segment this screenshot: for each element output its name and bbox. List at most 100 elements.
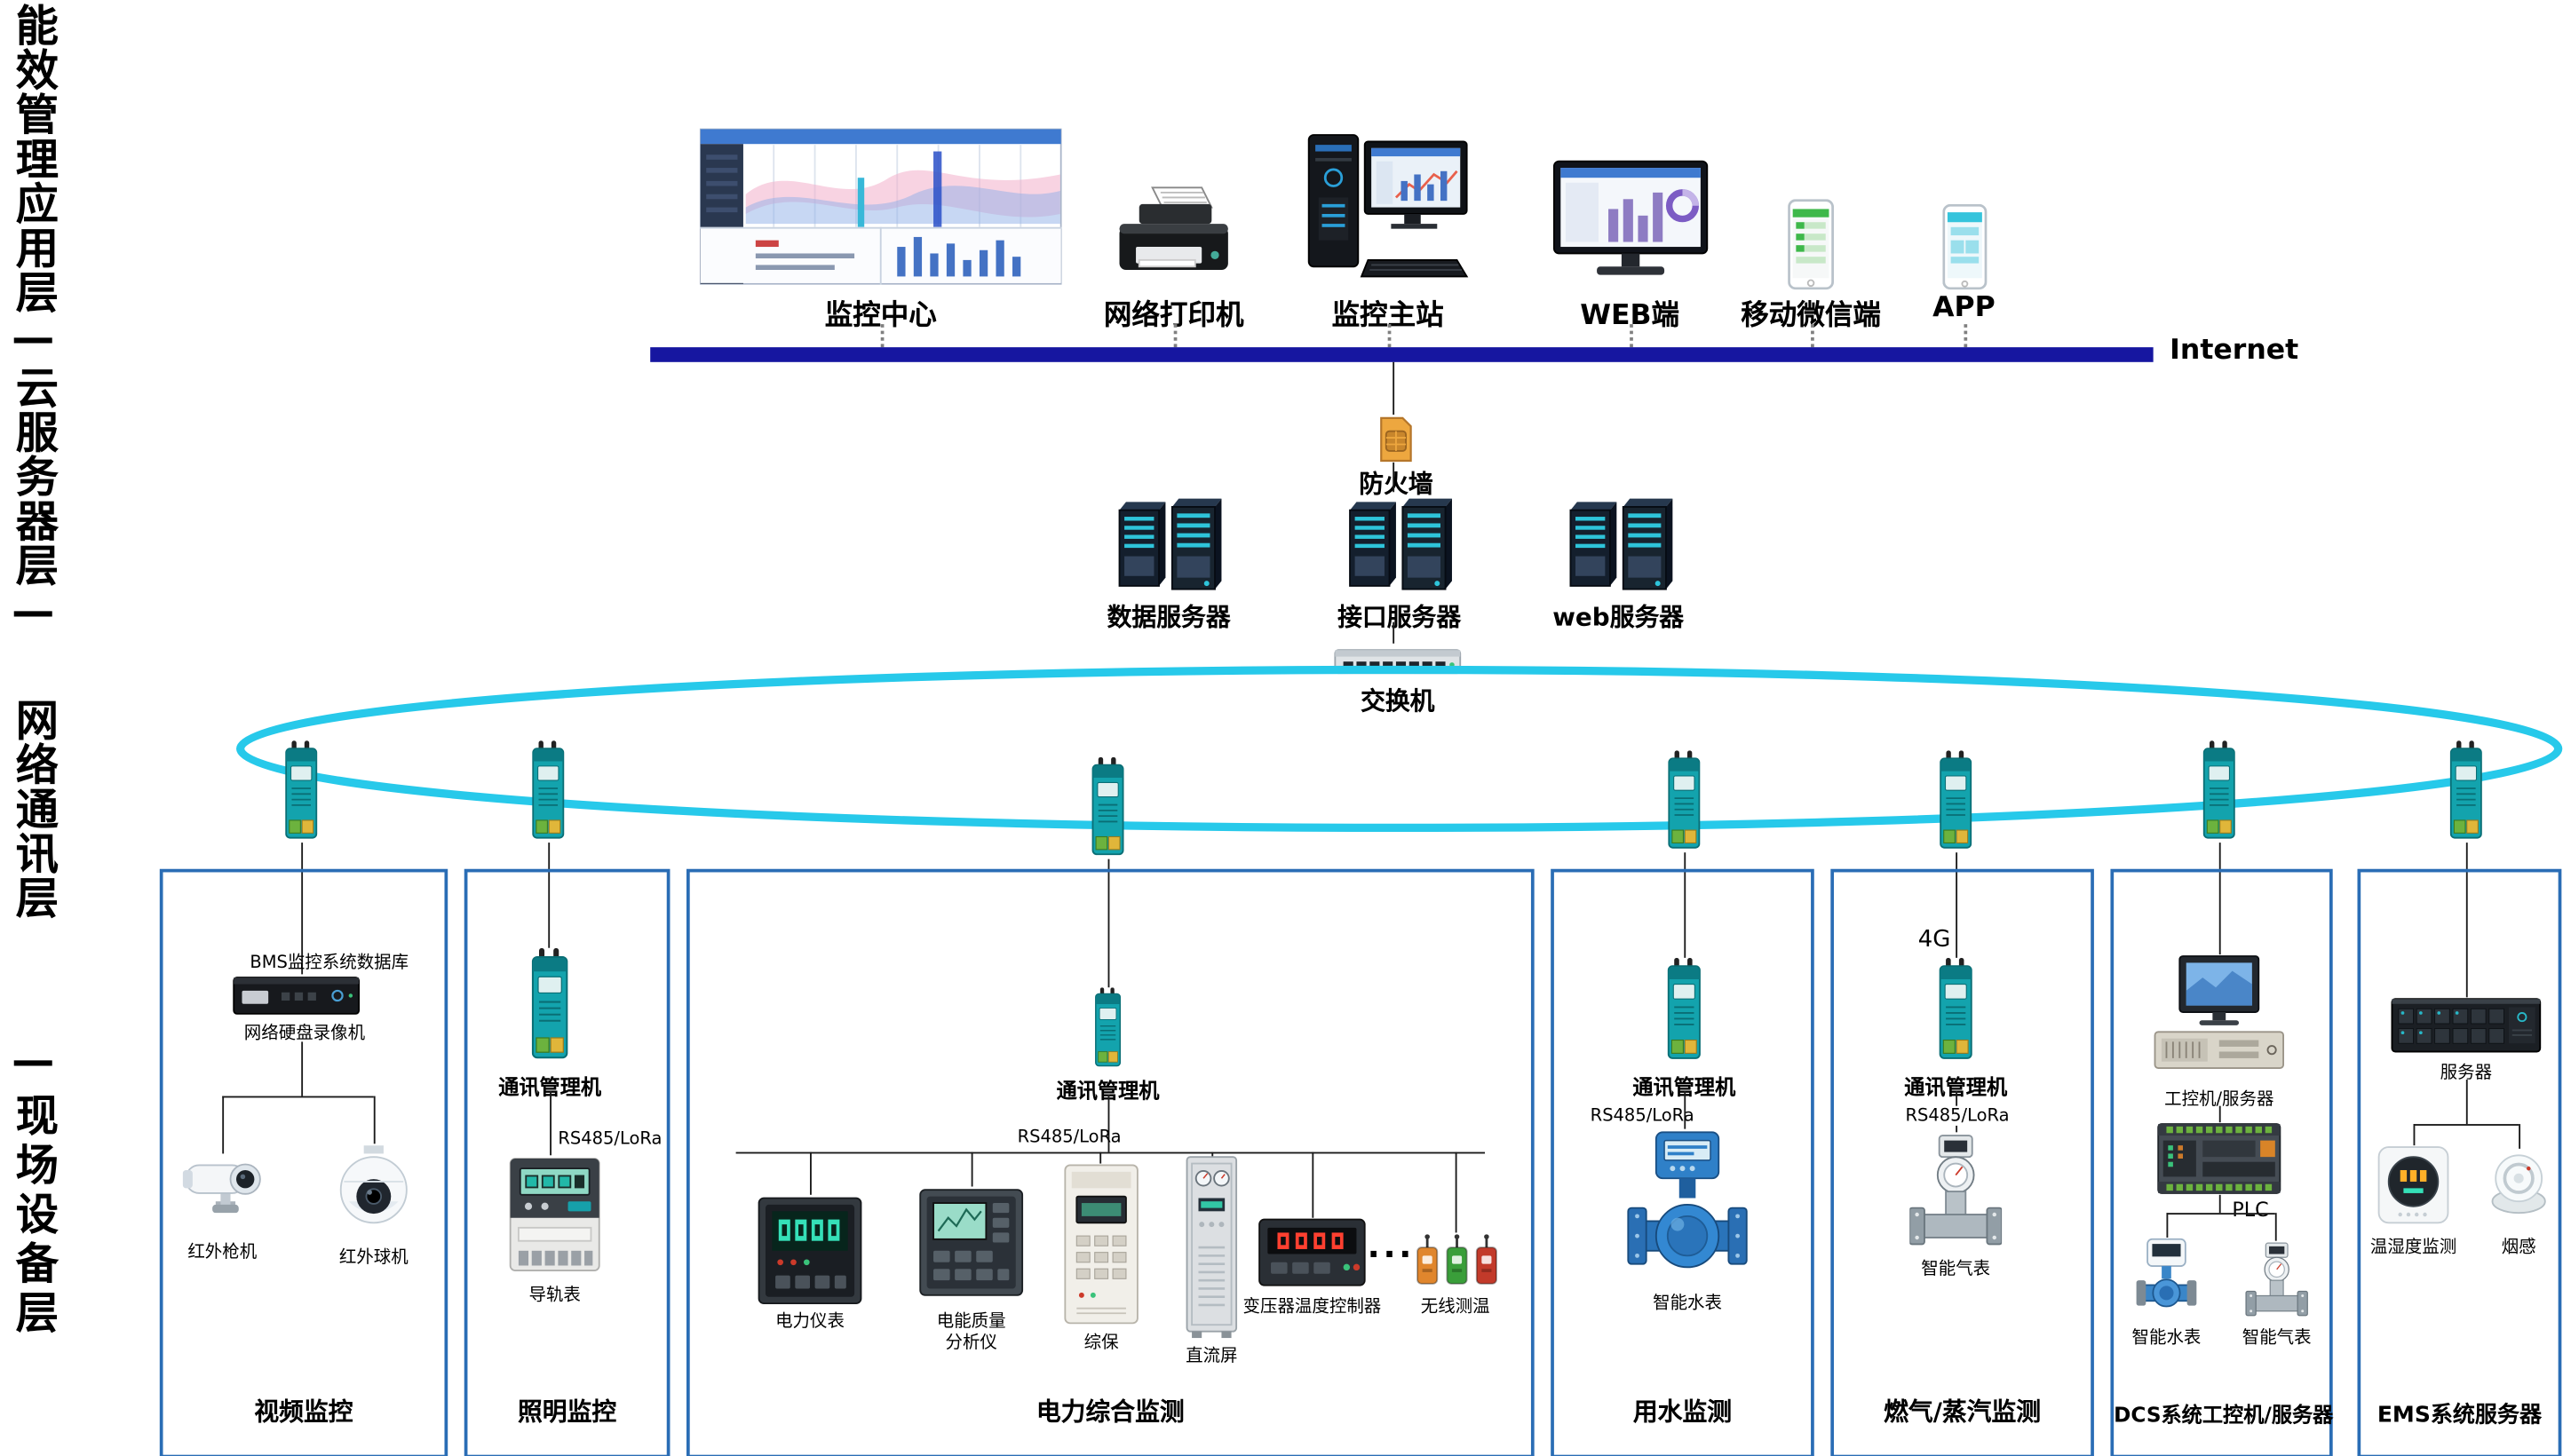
temp-controller-label: 变压器温度控制器 [1242, 1296, 1382, 1317]
smart-water-meter-label: 智能水表 [2131, 1327, 2202, 1349]
connector-line [1393, 621, 1395, 644]
internet-label: Internet [2170, 334, 2299, 368]
box-title: DCS系统工控机/服务器 [2114, 1402, 2334, 1428]
gas-turbine-meter-icon [1909, 1132, 2002, 1250]
connector-line [2218, 1194, 2221, 1214]
box-title: 燃气/蒸汽监测 [1884, 1397, 2042, 1428]
industrial-pc-icon [2154, 954, 2285, 1070]
layer-label-app-cloud: 能效管理应用层—云服务器层— [8, 3, 59, 639]
smart-gas-meter-label: 智能气表 [1921, 1259, 1991, 1279]
connector-line [2166, 1213, 2275, 1215]
box-title: 照明监控 [517, 1397, 617, 1428]
connector-line [1630, 324, 1633, 348]
plc-label: PLC [2232, 1198, 2269, 1222]
connector-line [2218, 843, 2221, 955]
connector-line [222, 1096, 374, 1098]
small-water-meter-icon [2135, 1238, 2197, 1320]
web-server-icon [1560, 494, 1678, 596]
data-server-label: 数据服务器 [1107, 602, 1231, 632]
monitoring-center-screenshot-icon [700, 129, 1062, 285]
dc-panel-label: 直流屏 [1186, 1346, 1238, 1366]
rs485-lora-label: RS485/LoRa [1901, 1105, 2013, 1126]
connector-line [2218, 1105, 2221, 1123]
connector-line [1173, 324, 1178, 348]
wireless-temp-sensor-icon [1446, 1234, 1469, 1286]
comm-manager-icon [1938, 750, 1974, 852]
power-monitoring-box: 电力综合监测 [686, 868, 1535, 1456]
dome-camera-label: 红外球机 [338, 1247, 409, 1268]
connector-line [550, 1091, 551, 1156]
transformer-temp-controller-icon [1258, 1218, 1366, 1287]
monitoring-master-label: 监控主站 [1331, 299, 1444, 333]
comm-manager-icon [1090, 757, 1126, 859]
connector-line [880, 324, 885, 348]
water-monitoring-box: 用水监测 [1551, 868, 1814, 1456]
connector-line [301, 1041, 304, 1096]
network-ring [236, 665, 2563, 833]
monitoring-master-station-icon [1305, 131, 1470, 288]
server-label: 服务器 [2440, 1063, 2493, 1083]
network-printer-icon [1116, 185, 1232, 283]
comm-manager-icon [530, 948, 569, 1064]
nvr-icon [232, 974, 361, 1017]
firewall-icon [1377, 415, 1416, 464]
layer-label-network: 网络通讯层 [8, 697, 59, 921]
din-rail-meter-label: 导轨表 [528, 1285, 581, 1305]
connector-line [1956, 852, 1958, 958]
connector-line [1107, 1094, 1110, 1152]
connector-line [1684, 852, 1686, 958]
lighting-monitoring-box: 照明监控 [464, 868, 671, 1456]
dcs-system-box: DCS系统工控机/服务器 [2110, 868, 2334, 1456]
connector-line [1211, 1151, 1214, 1158]
water-flowmeter-icon [1626, 1129, 1748, 1284]
comm-manager-icon [1090, 987, 1126, 1070]
web-terminal-monitor-icon [1552, 160, 1709, 283]
smart-gas-meter-label: 智能气表 [2242, 1327, 2312, 1349]
smoke-detector-icon [2489, 1149, 2549, 1215]
smoke-detector-label: 烟感 [2501, 1237, 2536, 1258]
interface-server-icon [1340, 494, 1458, 596]
connector-line [735, 1151, 1486, 1154]
analyzer-label-line1: 电能质量 [936, 1311, 1006, 1332]
analyzer-label-line2: 分析仪 [945, 1333, 997, 1353]
4g-label: 4G [1917, 926, 1951, 954]
connector-line [2465, 1080, 2468, 1125]
connector-line [222, 1096, 225, 1154]
ems-server-box: EMS系统服务器 [2357, 868, 2562, 1456]
bullet-camera-icon [183, 1152, 262, 1222]
switch-label: 交换机 [1361, 685, 1435, 716]
industrial-pc-label: 工控机/服务器 [2164, 1089, 2274, 1110]
comm-manager-icon [283, 740, 320, 843]
connector-line [2274, 1213, 2277, 1241]
wireless-temp-sensor-icon [1416, 1234, 1439, 1286]
comm-manager-icon [1666, 750, 1702, 852]
comm-manager-icon [1938, 958, 1974, 1064]
smart-water-meter-label: 智能水表 [1653, 1294, 1722, 1314]
power-meter-label: 电力仪表 [775, 1311, 845, 1332]
protection-relay-label: 综保 [1083, 1333, 1119, 1353]
box-title: 用水监测 [1632, 1397, 1733, 1428]
connector-line [1964, 324, 1968, 348]
rs485-lora-label: RS485/LoRa [558, 1128, 663, 1149]
connector-line [1393, 361, 1395, 415]
app-label: APP [1932, 291, 1996, 325]
comm-manager-icon [2201, 740, 2237, 843]
internet-bus-bar [650, 347, 2154, 362]
dc-panel-icon [1186, 1155, 1238, 1340]
box-title: 电力综合监测 [1036, 1397, 1185, 1428]
connector-line [2519, 1124, 2521, 1149]
wechat-phone-icon [1788, 199, 1834, 289]
connector-line [2166, 1213, 2169, 1238]
plc-icon [2156, 1122, 2281, 1195]
connector-line [548, 843, 551, 948]
rack-server-icon [2391, 997, 2543, 1053]
connector-line [1312, 1151, 1314, 1218]
connector-line [301, 843, 304, 975]
interface-server-label: 接口服务器 [1337, 602, 1462, 632]
connector-line [1107, 859, 1110, 988]
connector-line [1099, 1151, 1102, 1164]
din-rail-meter-icon [505, 1155, 604, 1273]
firewall-label: 防火墙 [1359, 469, 1433, 499]
bullet-camera-label: 红外枪机 [187, 1242, 258, 1262]
comm-manager-icon [530, 740, 567, 843]
